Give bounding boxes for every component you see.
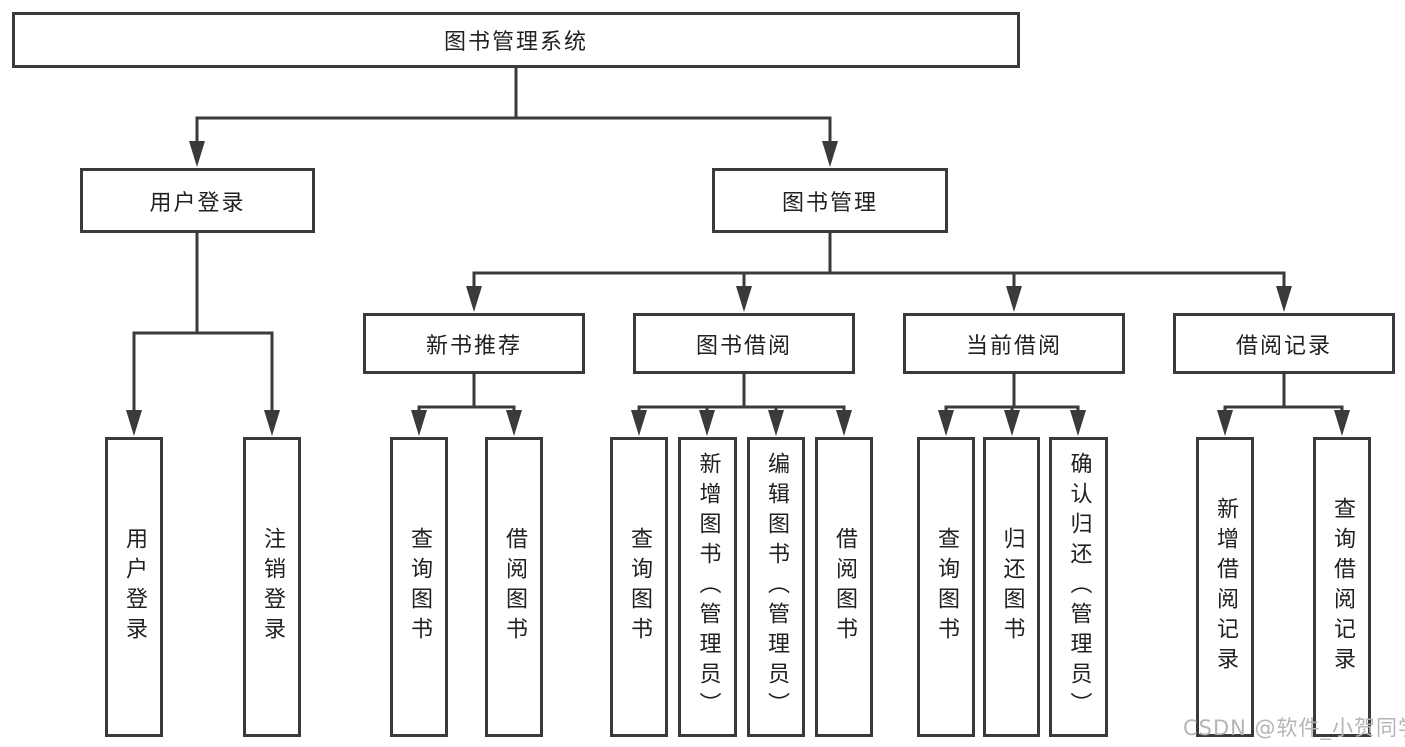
leaf-user-login-label: 用户登录 (122, 527, 147, 647)
leaf-query-books-recommend: 查询图书 (390, 437, 448, 737)
leaf-query-borrow-record: 查询借阅记录 (1313, 437, 1371, 737)
node-library-system-label: 图书管理系统 (443, 30, 588, 55)
node-borrowing-records: 借阅记录 (1173, 313, 1395, 374)
leaf-query-books-borrowing: 查询图书 (610, 437, 668, 737)
leaf-return-book-label: 归还图书 (999, 527, 1025, 647)
leaf-confirm-return-admin: 确认归还（管理员） (1049, 437, 1108, 737)
leaf-edit-book-admin: 编辑图书（管理员） (747, 437, 805, 737)
node-book-borrowing: 图书借阅 (633, 313, 855, 374)
leaf-add-borrow-record: 新增借阅记录 (1196, 437, 1254, 737)
node-book-management-label: 图书管理 (781, 190, 878, 216)
node-book-management: 图书管理 (712, 168, 948, 233)
leaf-add-borrow-record-label: 新增借阅记录 (1213, 497, 1238, 677)
leaf-query-books-current-label: 查询图书 (934, 527, 959, 647)
node-current-borrowing: 当前借阅 (903, 313, 1125, 374)
arrowheads (126, 141, 1350, 436)
leaf-logout: 注销登录 (243, 437, 301, 737)
leaf-user-login: 用户登录 (105, 437, 163, 737)
leaf-query-books-recommend-label: 查询图书 (407, 527, 432, 647)
node-library-system: 图书管理系统 (12, 12, 1020, 68)
leaf-add-book-admin: 新增图书（管理员） (678, 437, 737, 737)
node-new-book-recommend: 新书推荐 (363, 313, 585, 374)
leaf-query-books-current: 查询图书 (917, 437, 975, 737)
leaf-return-book: 归还图书 (983, 437, 1040, 737)
node-new-book-recommend-label: 新书推荐 (425, 333, 522, 359)
leaf-borrow-books-borrowing-label: 借阅图书 (832, 527, 857, 647)
leaf-query-books-borrowing-label: 查询图书 (627, 527, 652, 647)
node-borrowing-records-label: 借阅记录 (1235, 333, 1332, 359)
leaf-borrow-books-recommend-label: 借阅图书 (502, 527, 527, 647)
leaf-add-book-admin-label: 新增图书（管理员） (695, 452, 721, 722)
node-user-login-group-label: 用户登录 (149, 190, 246, 216)
leaf-logout-label: 注销登录 (260, 527, 285, 647)
leaf-borrow-books-borrowing: 借阅图书 (815, 437, 873, 737)
node-user-login-group: 用户登录 (80, 168, 315, 233)
leaf-confirm-return-admin-label: 确认归还（管理员） (1066, 452, 1092, 722)
csdn-watermark: CSDN @软件_小贺同学 (1183, 716, 1405, 740)
leaf-query-borrow-record-label: 查询借阅记录 (1330, 497, 1355, 677)
node-current-borrowing-label: 当前借阅 (965, 333, 1062, 359)
leaf-borrow-books-recommend: 借阅图书 (485, 437, 543, 737)
node-book-borrowing-label: 图书借阅 (695, 333, 792, 359)
leaf-edit-book-admin-label: 编辑图书（管理员） (764, 452, 789, 722)
